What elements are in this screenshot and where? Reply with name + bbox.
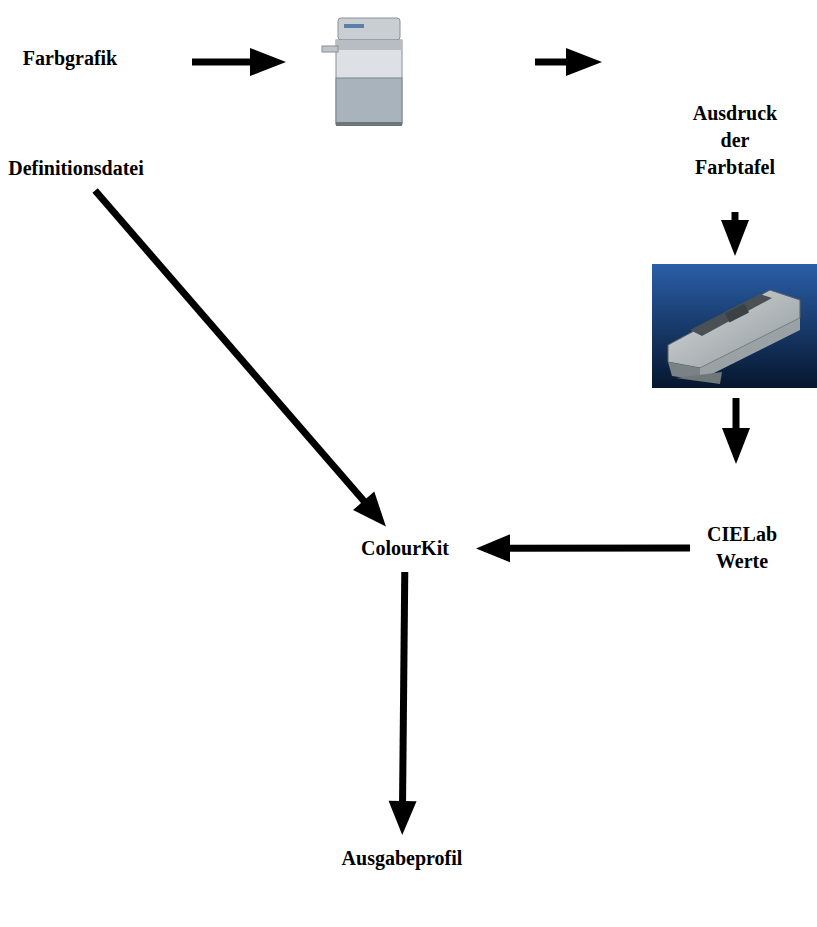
node-text: Ausgabeprofil (326, 845, 478, 872)
flow-arrow (95, 191, 386, 527)
input-label: Farbgrafik (5, 41, 135, 76)
input-label: Definitionsdatei (0, 151, 166, 186)
node-text: Ausdruck der Farbtafel (680, 100, 790, 181)
node-text: ColourKit (344, 535, 466, 562)
flow-arrow (476, 534, 690, 562)
flow-arrow (389, 572, 417, 835)
node-text: Definitionsdatei (0, 155, 162, 182)
node-text: CIELab Werte (700, 521, 784, 575)
node-text: Farbgrafik (9, 45, 131, 72)
software-label: ColourKit (340, 531, 470, 566)
spectrophotometer-picture (652, 264, 817, 388)
printer-picture (322, 18, 402, 126)
process-label: Ausdruck der Farbtafel (676, 96, 794, 185)
data-label: CIELab Werte (696, 517, 788, 579)
output-label: Ausgabeprofil (322, 841, 482, 876)
